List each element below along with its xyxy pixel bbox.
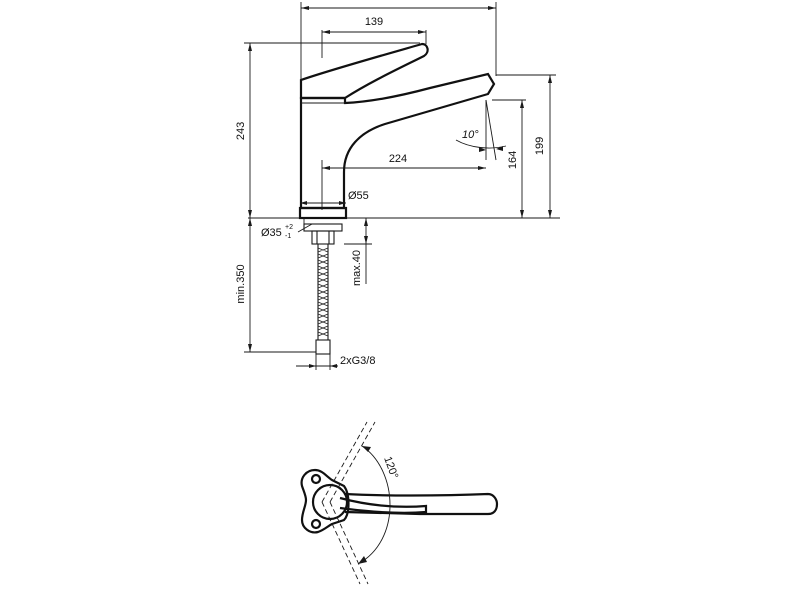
dim-max40-label: max.40 <box>351 250 363 286</box>
mounting-plate-trefoil <box>300 468 350 534</box>
hose-fitting <box>315 339 331 355</box>
arrow <box>496 146 503 151</box>
plate-hole-top <box>310 473 322 485</box>
dim-thread-label: 2xG3/8 <box>340 355 375 367</box>
dim-139-label: 139 <box>365 16 383 28</box>
arrow <box>300 201 307 205</box>
plate-hole-bottom <box>310 518 322 530</box>
dim-35-tol-upper: +2 <box>285 224 293 231</box>
arrow <box>330 364 337 368</box>
arrow <box>520 100 524 108</box>
dim-199-label: 199 <box>534 137 546 155</box>
dim-35-tol-lower: -1 <box>285 233 291 240</box>
arrow <box>358 556 367 564</box>
dim-164-label: 164 <box>507 151 519 169</box>
spout-plan-outline <box>344 492 499 516</box>
arrow <box>248 344 252 352</box>
dim-35-label: Ø35 <box>261 227 282 239</box>
lever-handle <box>299 42 429 100</box>
arrow <box>339 201 346 205</box>
dim-55-label: Ø55 <box>348 190 369 202</box>
swivel-arc <box>357 445 391 565</box>
arrow <box>248 210 252 218</box>
dim-243-label: 243 <box>235 122 247 140</box>
arrow <box>309 364 316 368</box>
dim-swivel-label: 120° <box>381 455 400 480</box>
arrow <box>322 30 330 34</box>
spout-axis-angled <box>485 99 497 161</box>
mounting-nut <box>311 230 335 245</box>
arrow <box>301 6 309 10</box>
faucet-body-outline <box>299 72 496 210</box>
arrow <box>248 43 252 51</box>
lever-slot <box>339 496 428 514</box>
arrow <box>548 75 552 83</box>
swivel-limit-upper <box>329 421 376 503</box>
arrow <box>548 210 552 218</box>
arrow <box>418 30 426 34</box>
arrow <box>478 166 486 170</box>
arrow <box>520 210 524 218</box>
top-view: 120° <box>300 421 499 585</box>
dim-224-label: 224 <box>389 153 407 165</box>
dim-angle-10-label: 10° <box>462 129 479 141</box>
angle-arc <box>455 139 507 149</box>
arrow <box>362 446 371 452</box>
swivel-limit-lower <box>329 501 369 585</box>
swivel-limit-lower-2 <box>321 501 361 585</box>
arrow <box>248 218 252 226</box>
dim-35-leader <box>297 223 313 233</box>
hose-braid <box>317 247 329 337</box>
flexible-hose <box>315 244 331 355</box>
swivel-limit-upper-2 <box>321 421 368 503</box>
arrow <box>479 147 486 152</box>
side-view: 139 243 199 164 10° <box>235 2 560 370</box>
base-plate <box>298 206 348 220</box>
arrow <box>364 218 368 226</box>
arrow <box>488 6 496 10</box>
dim-min350-label: min.350 <box>235 264 247 303</box>
arrow <box>322 166 330 170</box>
arrow <box>364 236 368 244</box>
